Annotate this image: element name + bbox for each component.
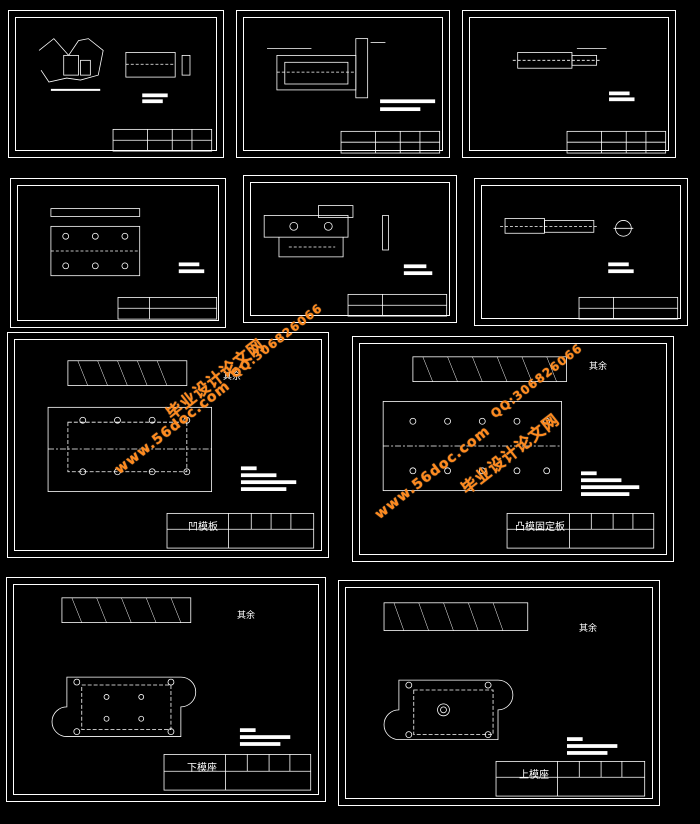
sheet-border	[17, 185, 219, 321]
sheet-7-drawing	[47, 360, 315, 549]
sheet-title: 凸模固定板	[515, 522, 565, 533]
sheet-border	[243, 17, 443, 151]
sheet-title: 上模座	[519, 770, 549, 781]
drawing-sheet-5[interactable]	[243, 175, 457, 323]
sheet-9-drawing	[51, 597, 312, 791]
sheet-6-drawing	[500, 218, 679, 320]
drawing-sheet-4[interactable]	[10, 178, 226, 328]
sheet-border	[359, 343, 667, 555]
sheet-8-drawing	[382, 356, 655, 549]
sheet-10-drawing	[383, 602, 646, 797]
sheet-1-drawing	[38, 38, 213, 152]
sheet-2-drawing	[267, 38, 441, 154]
sheet-border	[345, 587, 653, 799]
roughness-label: 其余	[579, 624, 598, 634]
sheet-border	[14, 339, 322, 551]
sheet-4-drawing	[50, 208, 218, 320]
drawing-sheet-9[interactable]: 其余 下模座	[6, 577, 326, 802]
sheet-title: 凹模板	[188, 522, 218, 533]
drawing-sheet-3[interactable]	[462, 10, 676, 158]
sheet-border	[481, 185, 681, 319]
roughness-label: 其余	[589, 362, 608, 372]
drawing-sheet-6[interactable]	[474, 178, 688, 326]
drawing-sheet-8[interactable]: 其余 凸模固定板	[352, 336, 674, 562]
roughness-label: 其余	[237, 611, 256, 621]
sheet-border	[469, 17, 669, 151]
roughness-label: 其余	[223, 372, 242, 382]
drawing-sheet-2[interactable]	[236, 10, 450, 158]
sheet-3-drawing	[512, 48, 667, 154]
drawing-sheet-10[interactable]: 其余 上模座	[338, 580, 660, 806]
sheet-border	[250, 182, 450, 316]
sheet-border	[13, 584, 319, 795]
sheet-title: 下模座	[187, 763, 217, 774]
sheet-5-drawing	[263, 205, 448, 317]
drawing-sheet-1[interactable]	[8, 10, 224, 158]
sheet-border	[15, 17, 217, 151]
drawing-sheet-7[interactable]: 其余 凹模板	[7, 332, 329, 558]
